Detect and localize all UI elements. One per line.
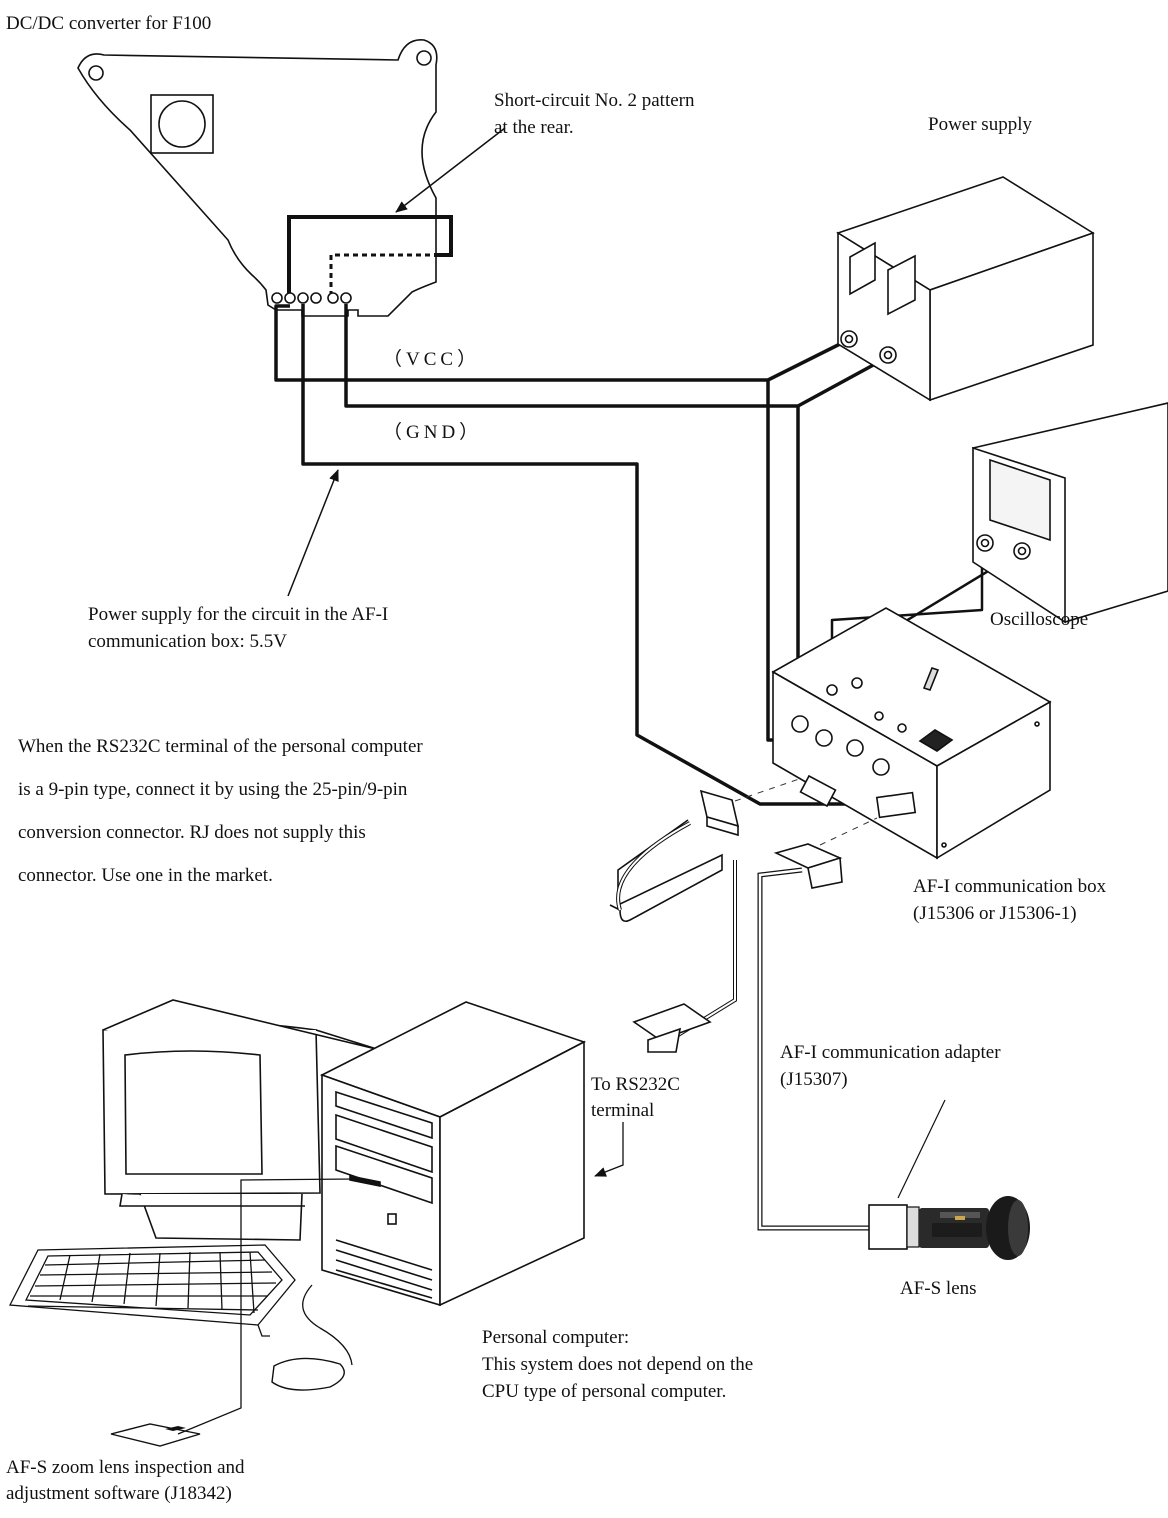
rs232c-note-line1: When the RS232C terminal of the personal…	[18, 727, 423, 767]
floppy-disk	[111, 1424, 200, 1446]
pc-label-line1: Personal computer:	[482, 1327, 629, 1349]
dcdc-converter-board	[78, 40, 451, 316]
rs232c-arrow	[595, 1122, 623, 1176]
power-wire-arrow	[288, 470, 338, 596]
rs232c-label-line2: terminal	[591, 1100, 654, 1122]
mouse	[272, 1358, 344, 1390]
keyboard	[10, 1245, 295, 1336]
oscilloscope-label: Oscilloscope	[990, 609, 1088, 631]
tower-pc	[322, 1002, 584, 1305]
pc-label-line2: This system does not depend on the	[482, 1354, 753, 1376]
rs232c-note-line3: conversion connector. RJ does not supply…	[18, 813, 366, 853]
adapter-pointer	[898, 1100, 945, 1198]
power-supply-label: Power supply	[928, 114, 1032, 136]
short-pattern-arrow	[396, 128, 505, 212]
power-supply-unit	[838, 177, 1093, 400]
af-box-label-line1: AF-I communication box	[913, 876, 1106, 898]
serial-cable	[610, 791, 738, 1052]
short-pattern-label-line2: at the rear.	[494, 117, 574, 139]
gnd-label: （GND）	[383, 422, 482, 444]
software-label-line2: adjustment software (J18342)	[6, 1483, 232, 1505]
rs232c-label-line1: To RS232C	[591, 1074, 680, 1096]
af-s-lens-picture	[869, 1196, 1030, 1260]
software-label-line1: AF-S zoom lens inspection and	[6, 1457, 245, 1479]
circuit-power-label-line1: Power supply for the circuit in the AF-I	[88, 604, 388, 626]
vcc-wire	[276, 306, 848, 380]
af-box-label-line2: (J15306 or J15306-1)	[913, 903, 1077, 925]
adapter-label-line2: (J15307)	[780, 1069, 848, 1091]
vcc-label: （VCC）	[383, 349, 480, 371]
rs232c-note-line4: connector. Use one in the market.	[18, 856, 273, 896]
short-pattern-label-line1: Short-circuit No. 2 pattern	[494, 90, 695, 112]
rs232c-note-line2: is a 9-pin type, connect it by using the…	[18, 770, 407, 810]
adapter-label-line1: AF-I communication adapter	[780, 1042, 1001, 1064]
pc-label-line3: CPU type of personal computer.	[482, 1381, 726, 1403]
af-i-communication-box	[773, 608, 1050, 858]
oscilloscope-unit	[973, 403, 1168, 622]
mouse-cable	[303, 1285, 352, 1365]
dcdc-converter-label: DC/DC converter for F100	[6, 13, 211, 35]
circuit-power-label-line2: communication box: 5.5V	[88, 631, 287, 653]
af-s-lens-label: AF-S lens	[900, 1278, 977, 1300]
adapter-cable	[760, 844, 870, 1228]
